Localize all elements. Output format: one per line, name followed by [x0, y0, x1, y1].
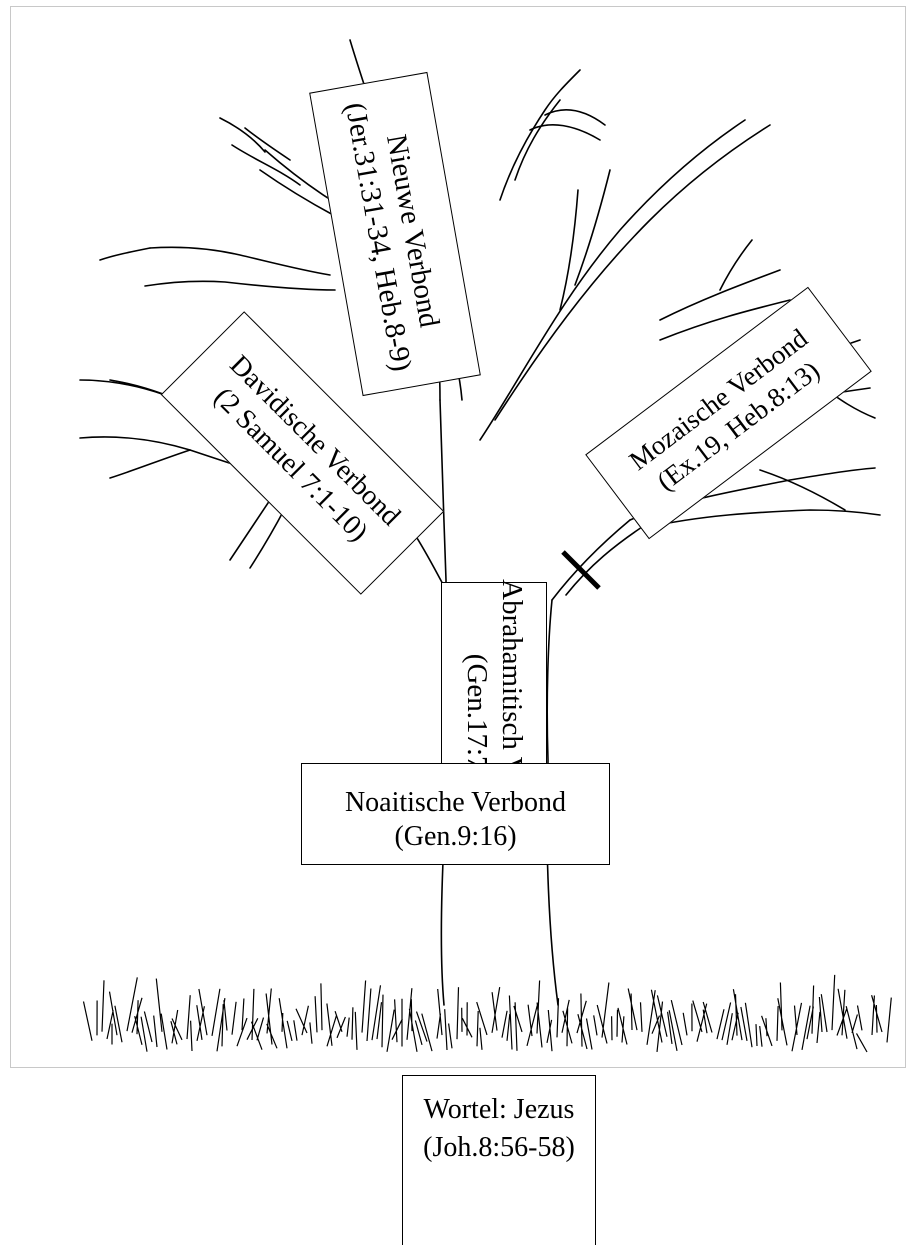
noaitische-verbond-reference: (Gen.9:16): [394, 821, 517, 853]
wortel-title: Wortel: Jezus: [423, 1094, 575, 1125]
cut-mark: [561, 550, 601, 590]
grass: [82, 974, 892, 1053]
label-noaitische-verbond: Noaitische Verbond (Gen.9:16): [301, 763, 610, 865]
abrahamitisch-verbond-reference: (Gen.17:7): [461, 653, 493, 781]
noaitische-verbond-title: Noaitische Verbond: [344, 787, 567, 818]
wortel-reference: (Joh.8:56-58): [423, 1132, 575, 1164]
diagram-frame: [10, 6, 906, 1068]
label-wortel-jezus: Wortel: Jezus (Joh.8:56-58): [402, 1075, 596, 1245]
